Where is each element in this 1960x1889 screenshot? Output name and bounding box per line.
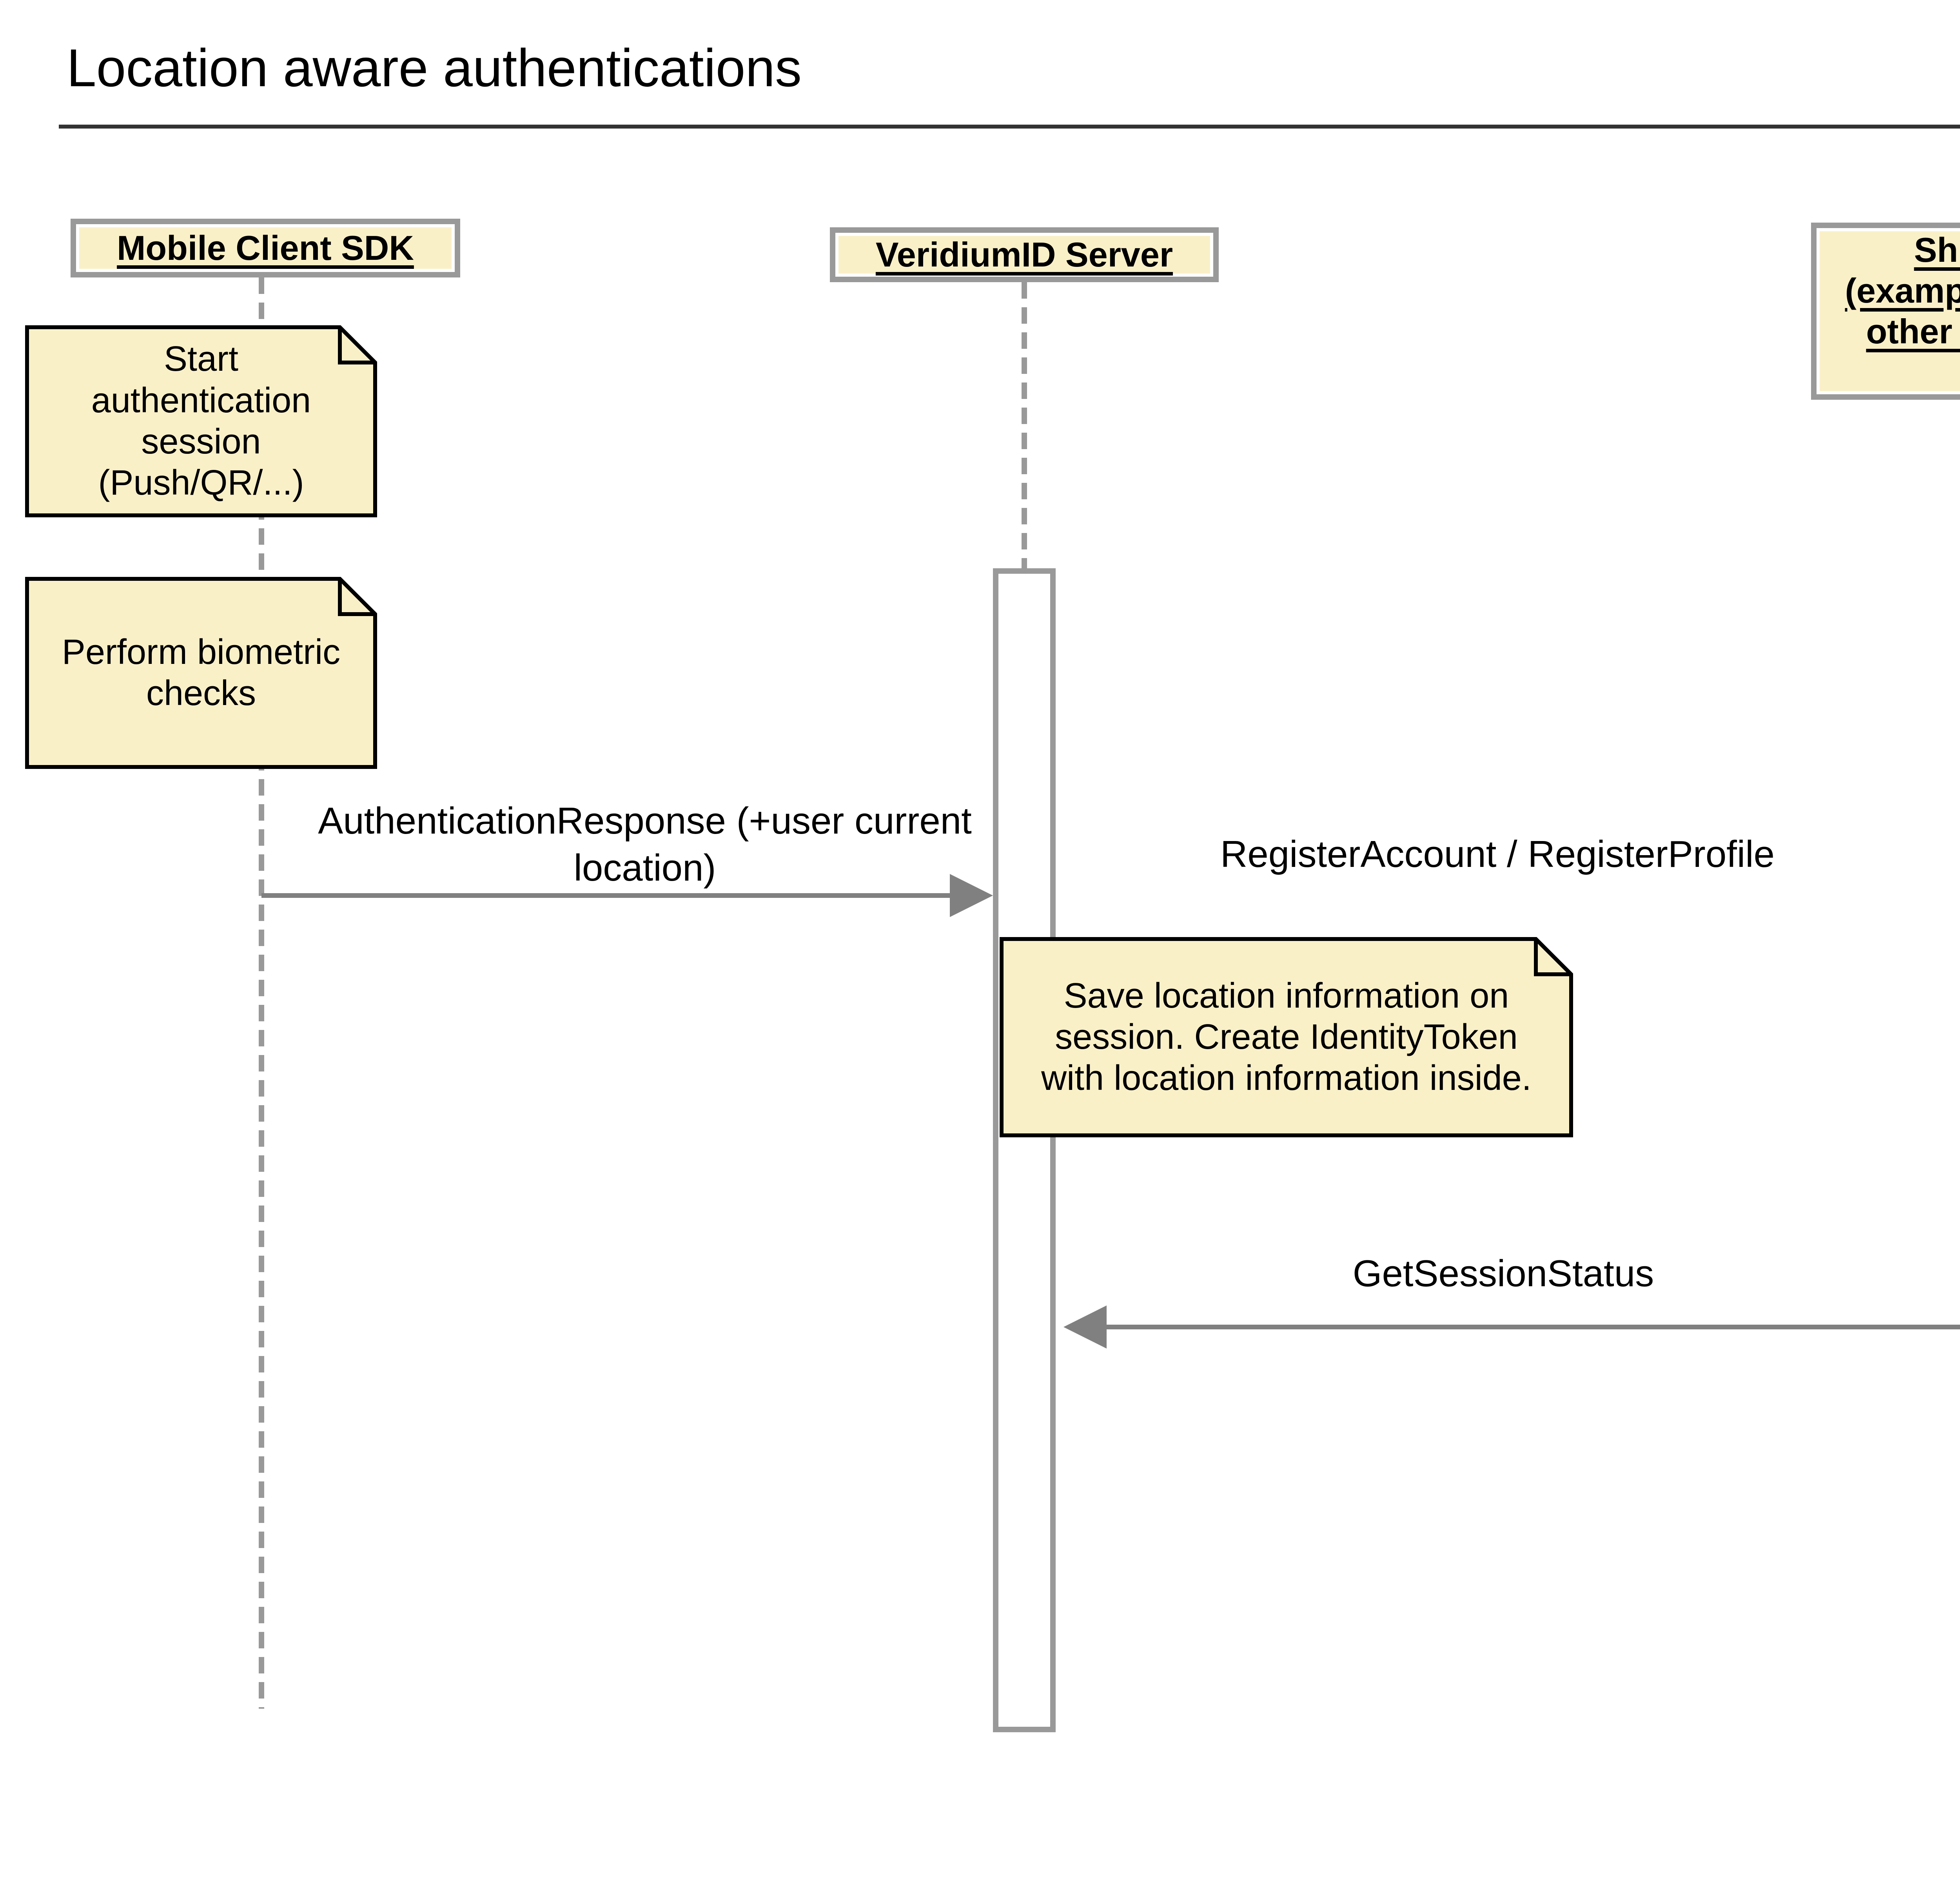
message-label-register-account: RegisterAccount / RegisterProfile bbox=[1220, 833, 1775, 875]
title-underline bbox=[59, 125, 1960, 129]
message-arrow-get-session-status-shaft bbox=[1107, 1325, 1960, 1329]
note-shape bbox=[25, 577, 377, 769]
actor-label-shibboleth: Shibboleth (example. Could be other inte… bbox=[1845, 230, 1960, 351]
page-title: Location aware authentications bbox=[67, 38, 802, 98]
actor-label-veridiumid-server: VeridiumID Server bbox=[875, 235, 1173, 274]
actor-box-veridiumid-server: VeridiumID Server bbox=[830, 227, 1219, 282]
lifeline-veridiumid-server bbox=[1022, 282, 1027, 568]
message-label-authentication-response: AuthenticationResponse (+user current lo… bbox=[318, 800, 972, 889]
message-label-get-session-status: GetSessionStatus bbox=[1352, 1253, 1654, 1294]
activation-bar-veridiumid-server bbox=[993, 568, 1056, 1732]
note-perform-biometric-checks: Perform biometric checks bbox=[25, 577, 377, 769]
note-text: Perform biometric checks bbox=[62, 632, 341, 713]
message-arrow-get-session-status-head bbox=[1063, 1305, 1107, 1349]
note-save-location-information: Save location information on session. Cr… bbox=[1000, 937, 1573, 1137]
actor-box-mobile-client-sdk: Mobile Client SDK bbox=[71, 219, 460, 277]
note-text: Save location information on session. Cr… bbox=[1041, 976, 1532, 1098]
note-text: Start authentication session (Push/QR/..… bbox=[91, 339, 311, 503]
note-start-authentication-session: Start authentication session (Push/QR/..… bbox=[25, 325, 377, 517]
actor-label-mobile-client-sdk: Mobile Client SDK bbox=[117, 228, 414, 268]
message-arrow-authentication-response-head bbox=[950, 874, 993, 917]
note-shape bbox=[1000, 937, 1573, 1137]
message-arrow-authentication-response-shaft bbox=[261, 893, 951, 898]
actor-box-shibboleth: Shibboleth (example. Could be other inte… bbox=[1811, 223, 1960, 400]
note-shape bbox=[25, 325, 377, 517]
